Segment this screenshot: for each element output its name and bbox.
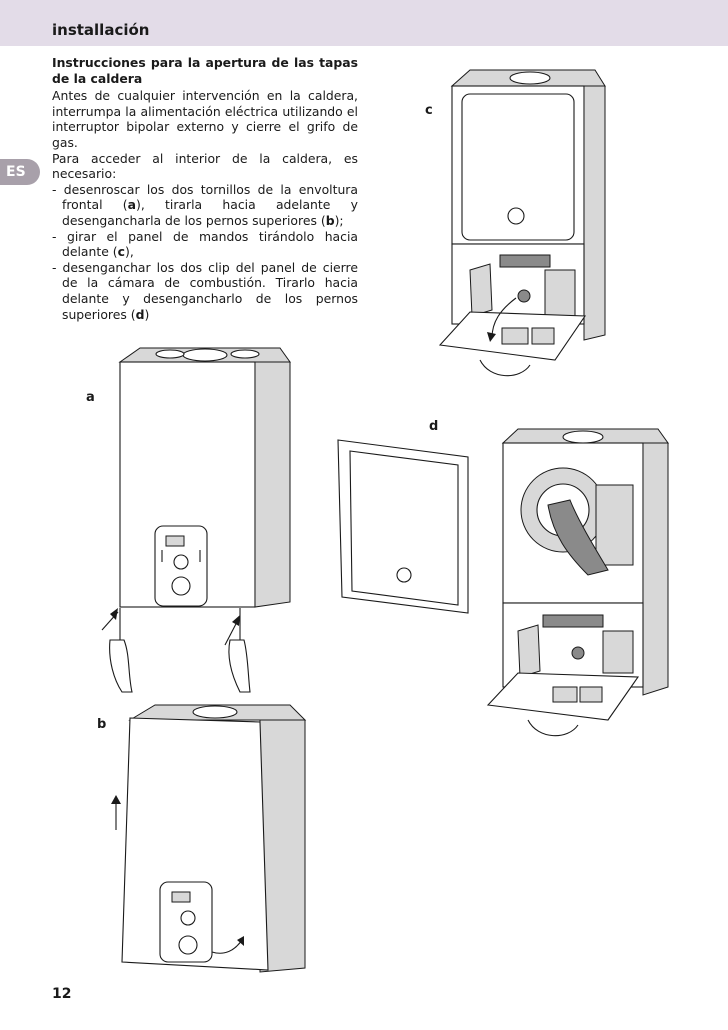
figure-label-d: d xyxy=(429,419,439,434)
step-3-text: - desenganchar los dos clip del panel de… xyxy=(52,259,358,322)
step-1: - desenroscar los dos tornillos de la en… xyxy=(52,182,358,229)
figure-label-c: c xyxy=(425,103,433,118)
step-2-end: ), xyxy=(125,244,134,260)
section-header: installación xyxy=(0,0,728,46)
language-tab: ES xyxy=(0,159,40,185)
step-1-ref-a: a xyxy=(127,197,136,213)
figure-label-b: b xyxy=(97,717,107,732)
step-3-ref-d: d xyxy=(135,306,145,322)
instructions-text: Instrucciones para la apertura de las ta… xyxy=(52,55,358,322)
step-1-ref-b: b xyxy=(325,212,335,228)
step-3-end: ) xyxy=(144,306,150,322)
figure-a-boiler-closed xyxy=(101,347,291,693)
language-tab-label: ES xyxy=(6,164,26,180)
step-3: - desenganchar los dos clip del panel de… xyxy=(52,260,358,322)
instructions-intro: Antes de cualquier intervención en la ca… xyxy=(52,88,358,150)
step-1-end: ); xyxy=(334,212,344,228)
instructions-heading: Instrucciones para la apertura de las ta… xyxy=(52,55,358,86)
figure-label-a: a xyxy=(86,390,95,405)
figure-b-cover-removal xyxy=(111,704,307,973)
page-number: 12 xyxy=(52,986,72,1002)
step-1-text-2: ), tirarla hacia adelante y desenganchar… xyxy=(62,197,358,228)
figure-c-control-panel-open xyxy=(438,69,606,377)
instructions-access: Para acceder al interior de la caldera, … xyxy=(52,150,358,182)
figure-d-chamber-cover-removed xyxy=(337,428,669,737)
step-1-text: - desenroscar los dos tornillos de la en… xyxy=(52,181,358,213)
section-title: installación xyxy=(52,21,150,39)
step-2-ref-c: c xyxy=(117,244,125,260)
step-2-text: - girar el panel de mandos tirándolo hac… xyxy=(52,228,358,260)
step-2: - girar el panel de mandos tirándolo hac… xyxy=(52,229,358,260)
